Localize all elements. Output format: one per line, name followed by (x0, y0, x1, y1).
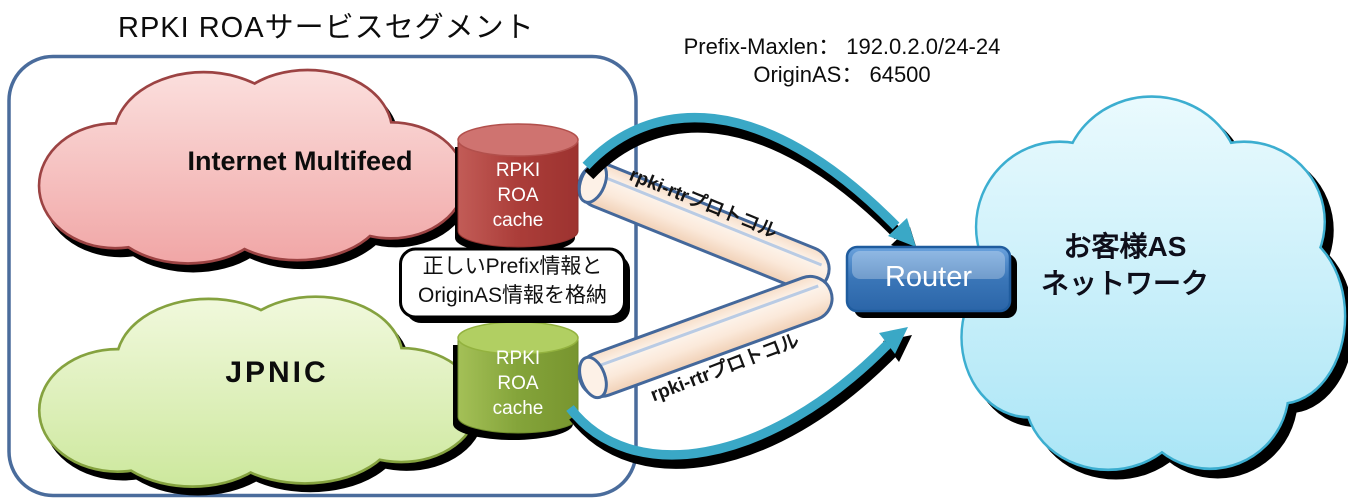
bottom-flow-arrow (566, 327, 912, 469)
customer-as-label: お客様AS ネットワーク (1040, 231, 1209, 299)
roa-prefix-maxlen: Prefix-Maxlen： 192.0.2.0/24-24 (683, 34, 1001, 59)
router-label: Router (884, 261, 973, 293)
segment-title: RPKI ROAサービスセグメント (118, 12, 535, 44)
multifeed-cache-cylinder (455, 123, 579, 254)
roa-info: Prefix-Maxlen： 192.0.2.0/24-24 OriginAS：… (652, 33, 1032, 89)
jpnic-cache-label: RPKI ROA cache (492, 348, 544, 419)
router-box (845, 245, 1017, 318)
note-box (399, 247, 630, 323)
segment-border (7, 54, 638, 498)
multifeed-cloud-label: Internet Multifeed (187, 146, 413, 176)
top-flow-arrow (582, 112, 919, 256)
jpnic-cloud-label: JPNIC (225, 356, 329, 389)
roa-origin-as: OriginAS： 64500 (753, 62, 931, 87)
jpnic-cache-cylinder (453, 321, 579, 440)
multifeed-cache-label: RPKI ROA cache (492, 160, 544, 231)
note-label: 正しいPrefix情報と OriginAS情報を格納 (417, 255, 608, 307)
jpnic-cloud (41, 298, 482, 493)
